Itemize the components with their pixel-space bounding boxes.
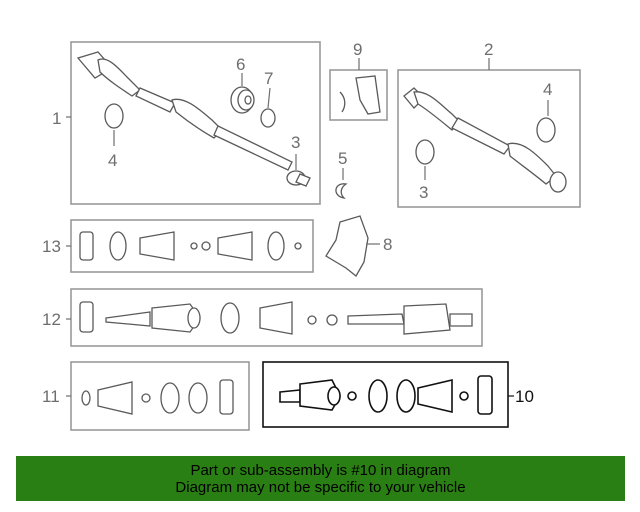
callout-4a: 4	[108, 151, 117, 170]
callout-13: 13	[42, 237, 61, 256]
kit-10-parts	[279, 375, 493, 415]
part-10-box[interactable]	[262, 361, 509, 428]
callout-5: 5	[338, 149, 347, 168]
callout-3a: 3	[291, 133, 300, 152]
kit-11-parts	[81, 379, 234, 415]
bracket-8	[325, 215, 369, 277]
callout-8: 8	[383, 235, 392, 254]
snap-ring-3b	[415, 139, 435, 165]
callout-2: 2	[484, 40, 493, 59]
bracket-9	[339, 75, 381, 115]
axle-shaft-left	[76, 51, 311, 187]
callout-9: 9	[353, 40, 362, 59]
callout-11: 11	[42, 387, 60, 406]
callout-12: 12	[42, 310, 61, 329]
kit-12-parts	[79, 301, 473, 335]
banner-line-2: Diagram may not be specific to your vehi…	[175, 479, 466, 496]
info-banner: Part or sub-assembly is #10 in diagram D…	[16, 456, 625, 501]
banner-line-1: Part or sub-assembly is #10 in diagram	[190, 462, 451, 479]
snap-ring-7	[260, 108, 276, 128]
bearing-6	[230, 86, 255, 114]
part-1-box[interactable]	[70, 41, 321, 205]
snap-ring-4b	[536, 117, 556, 143]
axle-shaft-right	[403, 87, 567, 193]
clip-5	[335, 183, 348, 199]
callout-3b: 3	[419, 183, 428, 202]
callout-1: 1	[52, 109, 61, 128]
snap-ring-4a	[104, 103, 124, 129]
callout-10: 10	[515, 387, 534, 406]
callout-4b: 4	[543, 80, 552, 99]
callout-7: 7	[264, 69, 273, 88]
part-12-box[interactable]	[70, 288, 483, 347]
kit-13-parts	[79, 231, 302, 261]
callout-6: 6	[236, 55, 245, 74]
